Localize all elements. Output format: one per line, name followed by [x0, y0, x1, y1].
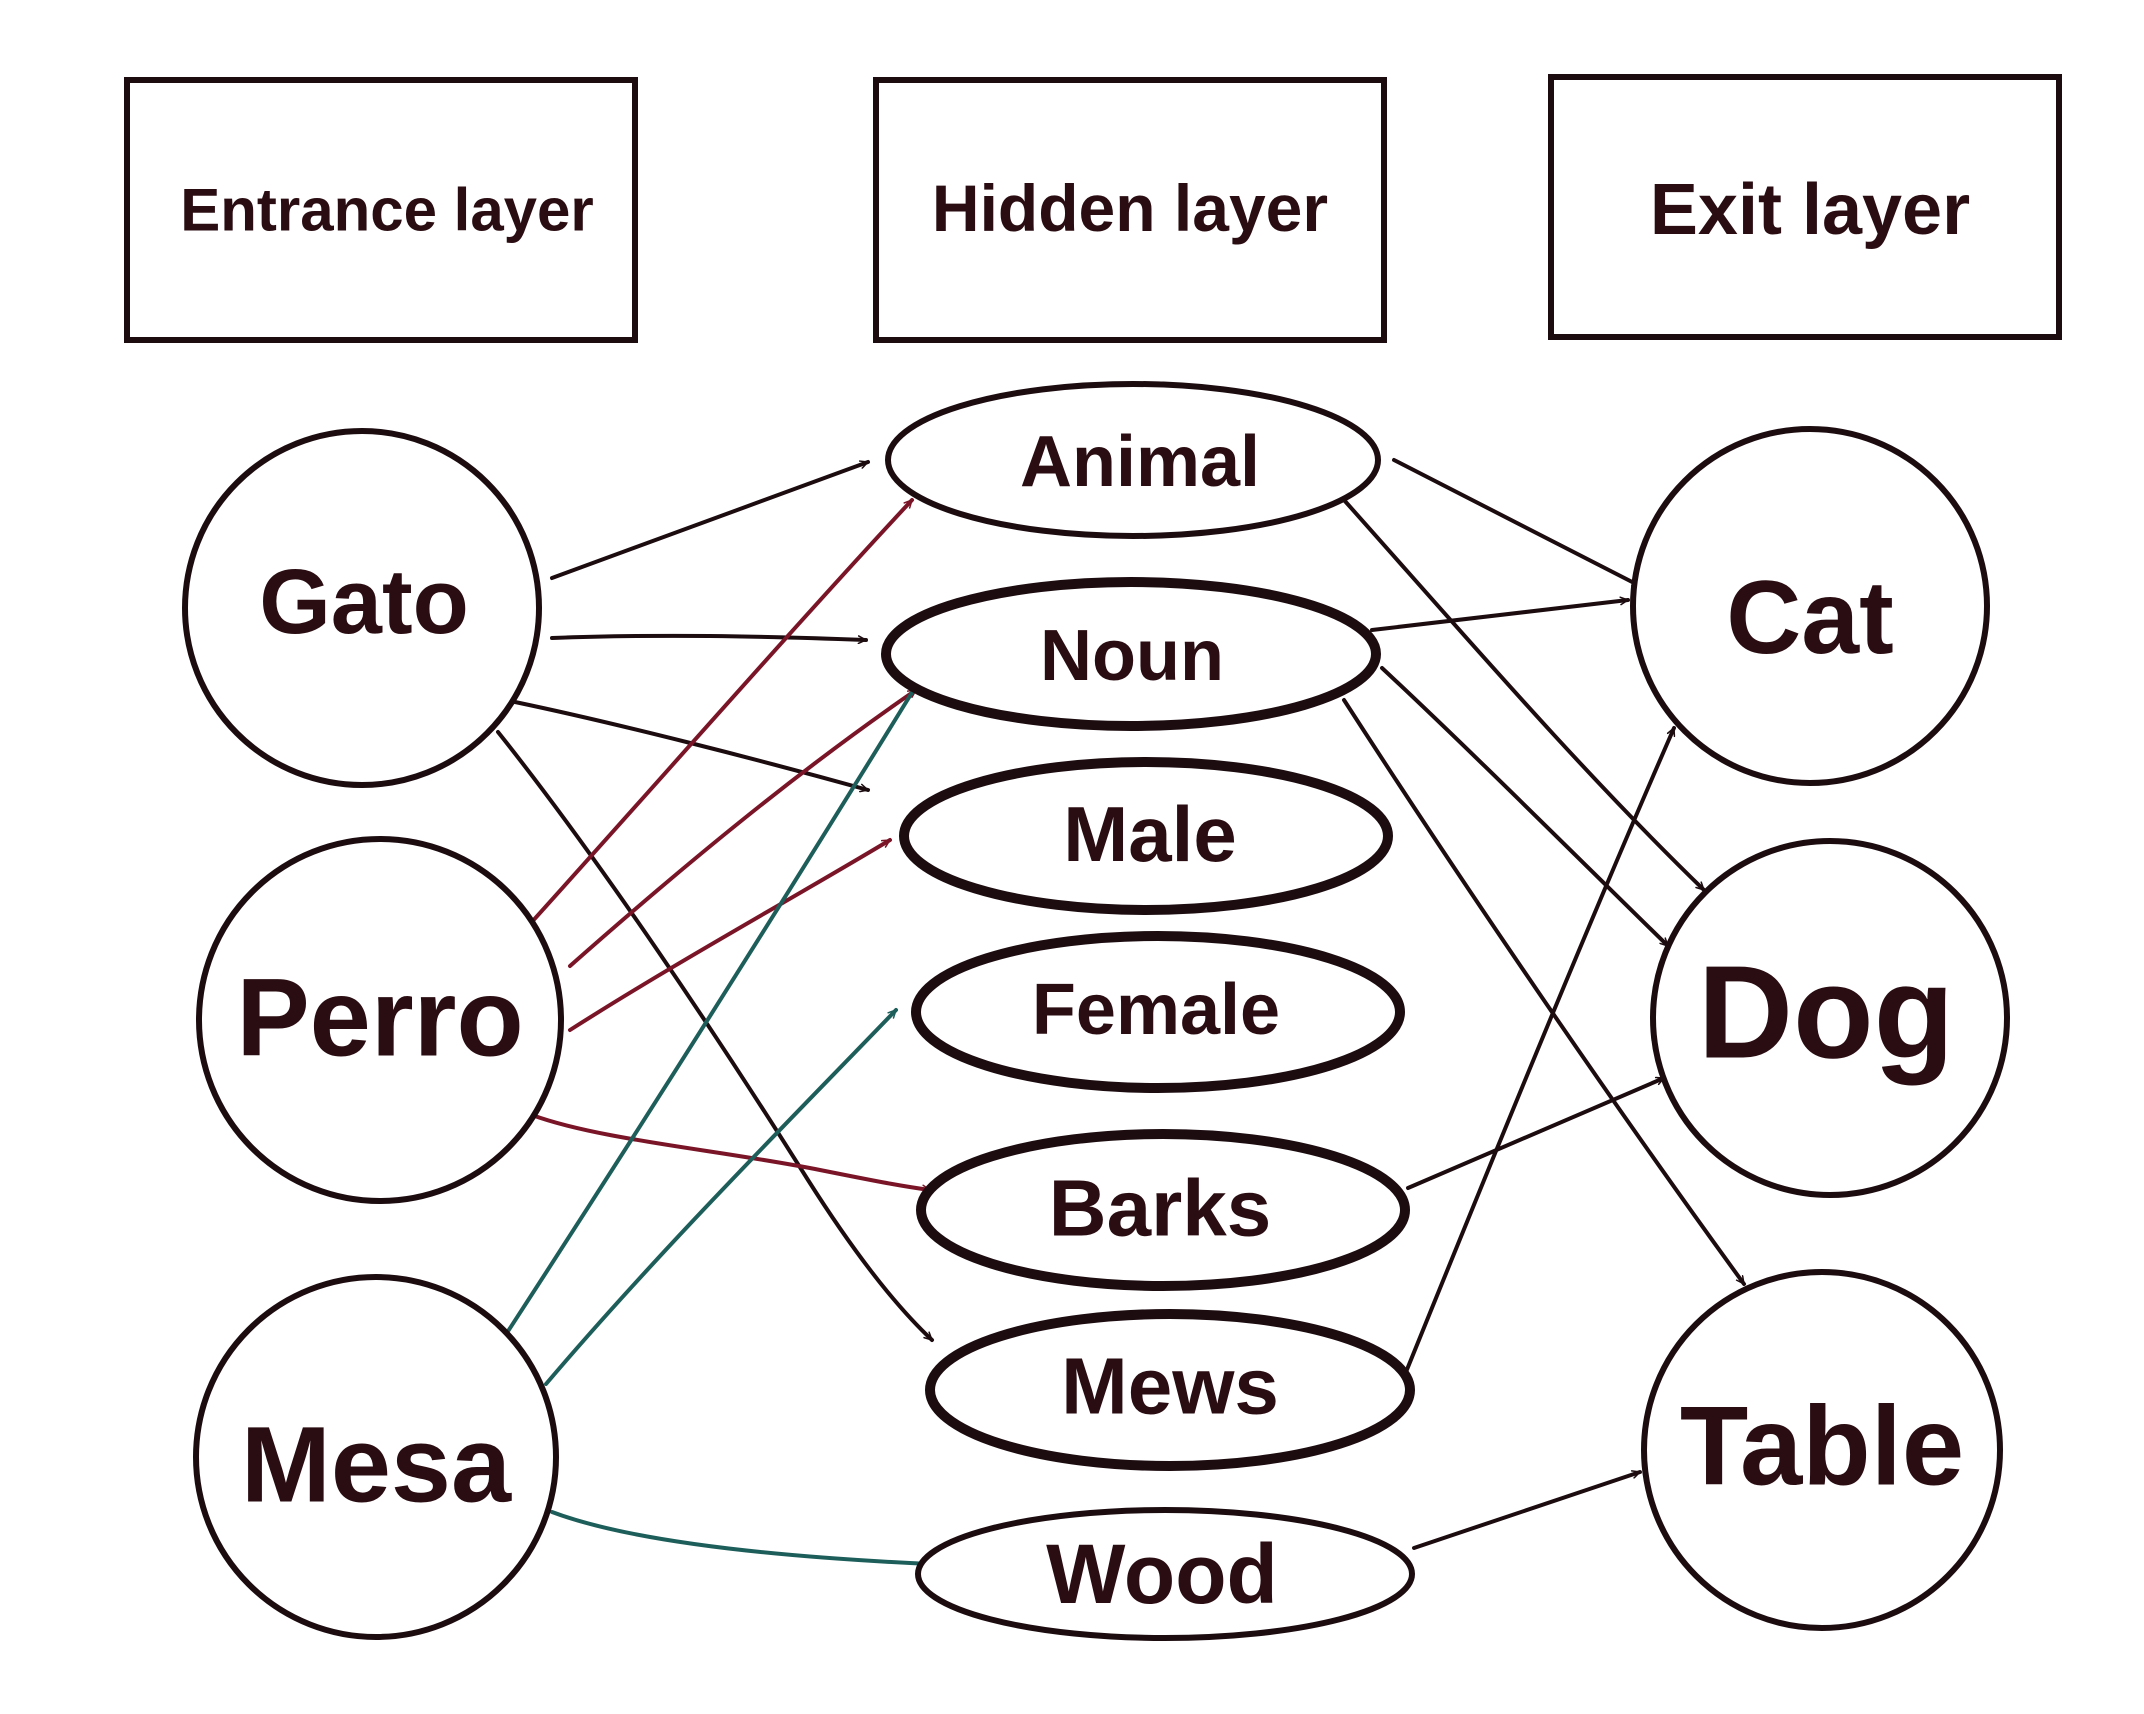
header-hidden-label: Hidden layer [932, 171, 1328, 245]
input-node-perro: Perro [196, 836, 564, 1204]
header-output-layer: Exit layer [1548, 74, 2062, 340]
edge-noun-dog [1380, 666, 1670, 948]
hidden-label-animal: Animal [1020, 422, 1260, 502]
hidden-node-female: Female [911, 931, 1405, 1093]
edge-barks-dog [1406, 1076, 1666, 1190]
output-label-table: Table [1680, 1384, 1964, 1509]
edge-gato-mews [496, 730, 934, 1342]
output-label-dog: Dog [1698, 939, 1955, 1086]
output-node-table: Table [1641, 1269, 2003, 1631]
hidden-node-wood: Wood [915, 1507, 1415, 1641]
hidden-node-male: Male [899, 757, 1393, 915]
hidden-label-mews: Mews [1061, 1342, 1279, 1431]
header-hidden-layer: Hidden layer [873, 77, 1387, 343]
edge-animal-dog [1342, 498, 1706, 892]
hidden-label-noun: Noun [1040, 616, 1224, 696]
edge-perro-animal [528, 498, 914, 926]
edge-gato-noun [550, 633, 868, 645]
hidden-label-female: Female [1032, 970, 1280, 1050]
input-label-perro: Perro [236, 957, 523, 1080]
header-output-label: Exit layer [1650, 170, 1970, 250]
hidden-label-male: Male [1063, 790, 1236, 878]
edge-noun-cat [1370, 596, 1630, 632]
edges-perro [528, 498, 932, 1194]
input-node-mesa: Mesa [193, 1274, 559, 1640]
hidden-node-animal: Animal [885, 381, 1381, 539]
edges-mesa [486, 658, 934, 1569]
input-node-gato: Gato [182, 428, 542, 788]
edge-animal-cat [1392, 458, 1642, 588]
edge-noun-table [1342, 698, 1746, 1286]
output-label-cat: Cat [1726, 560, 1894, 676]
input-label-gato: Gato [259, 551, 469, 653]
input-label-mesa: Mesa [241, 1404, 512, 1525]
hidden-node-mews: Mews [925, 1309, 1415, 1471]
header-input-layer: Entrance layer [124, 77, 638, 343]
header-input-label: Entrance layer [180, 177, 594, 244]
edge-mesa-noun [486, 658, 934, 1364]
edges-hidden-output [1342, 458, 1746, 1550]
edge-mesa-wood [550, 1510, 932, 1569]
output-node-cat: Cat [1630, 426, 1990, 786]
edge-wood-table [1412, 1470, 1642, 1550]
edge-mews-cat [1404, 726, 1676, 1374]
edges-gato [496, 460, 934, 1342]
hidden-label-barks: Barks [1049, 1164, 1271, 1253]
edge-mesa-female [544, 1008, 898, 1386]
edge-gato-animal [550, 460, 870, 580]
edge-perro-noun [568, 688, 918, 968]
edge-perro-male [568, 838, 892, 1032]
edge-perro-barks [530, 1113, 932, 1194]
output-node-dog: Dog [1650, 838, 2010, 1198]
hidden-node-barks: Barks [916, 1129, 1410, 1291]
hidden-label-wood: Wood [1046, 1527, 1278, 1621]
hidden-node-noun: Noun [881, 577, 1381, 731]
